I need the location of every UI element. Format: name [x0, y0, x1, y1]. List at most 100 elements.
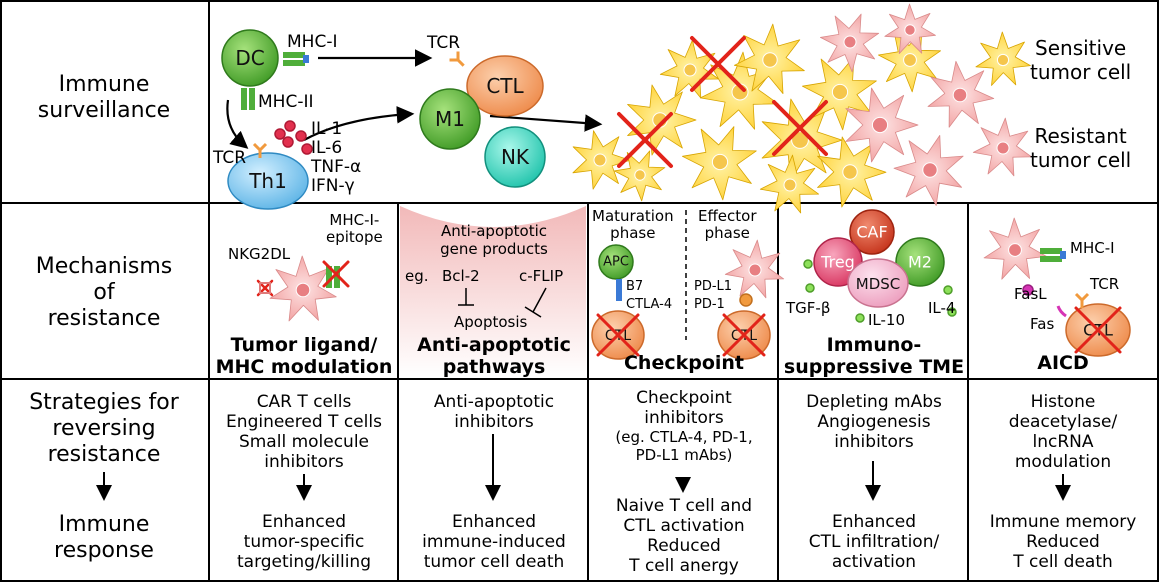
response-line: tumor cell death — [423, 552, 565, 572]
mhc2-label: MHC-II — [258, 92, 314, 112]
strategy-note: (eg. CTLA-4, PD-1, — [615, 428, 753, 446]
strategy-line: Angiogenesis — [817, 412, 931, 432]
fas-label: Fas — [1030, 315, 1055, 333]
legend-sensitive-cell — [975, 31, 1031, 86]
label-line: resistance — [47, 442, 161, 467]
cytokine-dot-tme-4 — [947, 307, 957, 317]
cell-nucleus — [783, 178, 797, 192]
mhc-bar — [1040, 248, 1062, 254]
response-line: Enhanced — [831, 512, 917, 532]
response-arrows — [96, 434, 1071, 501]
caf-cell — [849, 209, 895, 255]
mhc2-molecule — [241, 88, 255, 110]
response-line: CTL infiltration/ — [808, 532, 940, 552]
dynamic-art: DCCTLTh1M1NKAPCCTLCTLCAFTregM2MDSCCTL — [221, 3, 1131, 360]
fasl-label: FasL — [1014, 285, 1047, 303]
response-line: Reduced — [1026, 532, 1100, 552]
sensitive-tumor-cell-4 — [734, 23, 805, 94]
ligand-title: Tumor ligand/ MHC modulation — [210, 334, 398, 378]
cytokine-dot-3 — [301, 143, 313, 155]
pd1-label: PD-1 — [694, 297, 725, 312]
b7-ctla4-bond — [616, 279, 622, 301]
resistant-tumor-cell-3 — [820, 13, 880, 73]
strategy-line: modulation — [1014, 452, 1112, 472]
bcl2-inhibit — [458, 288, 474, 306]
strategy-ligand: CAR T cells Engineered T cells Small mol… — [210, 392, 398, 472]
cell-nucleus — [843, 35, 857, 49]
eg-label: eg. — [405, 267, 429, 285]
strategy-line: Depleting mAbs — [806, 392, 942, 412]
nkg2dl-ligand — [259, 282, 271, 294]
title-line: suppressive TME — [783, 356, 965, 378]
header-line: gene products — [440, 240, 548, 258]
mhc-bar — [283, 52, 305, 58]
strategy-note: PD-L1 mAbs) — [635, 446, 733, 464]
mhc-bar — [326, 266, 332, 288]
nk-cell — [484, 126, 546, 188]
label-line: MHC-I- — [329, 211, 380, 229]
fasl-ligand — [1022, 284, 1034, 296]
dc-cell — [221, 29, 279, 87]
mhc-bar — [283, 60, 305, 66]
strategy-line: Anti-apoptotic — [433, 392, 555, 412]
checkpoint-title: Checkpoint — [623, 352, 745, 374]
aicd-tumor-cell — [983, 217, 1047, 280]
caf-text: CAF — [856, 223, 887, 242]
title-line: Tumor ligand/ — [230, 334, 378, 356]
tcr-ctl-label: TCR — [427, 33, 461, 53]
m1-text: M1 — [435, 107, 465, 131]
cflip-inhibit — [524, 287, 547, 318]
response-line: T cell death — [1013, 552, 1113, 572]
response-line: targeting/killing — [236, 552, 371, 572]
response-line: Reduced — [647, 536, 721, 556]
sensitive-tumor-cell-7 — [659, 39, 719, 99]
dc-text: DC — [235, 46, 264, 70]
response-line: Enhanced — [261, 512, 347, 532]
surveillance-arrows — [226, 49, 603, 149]
cross-stroke — [1074, 306, 1122, 354]
cytokine-dot-tme-1 — [855, 313, 865, 323]
aicd-tcr-label: TCR — [1090, 275, 1120, 293]
label-line: reversing — [52, 416, 156, 441]
sensitive-tumor-cell-5 — [802, 56, 877, 131]
label-line: phase — [704, 224, 750, 242]
header-line: Anti-apoptotic — [441, 222, 547, 240]
response-line: T cell anergy — [629, 556, 739, 576]
effector-label: Effector phase — [698, 208, 757, 242]
ligand-tumor-cell — [269, 255, 337, 322]
aicd-title: AICD — [1037, 352, 1089, 374]
label-line: Maturation — [592, 207, 674, 225]
response-line: Enhanced — [451, 512, 537, 532]
cell-nucleus — [295, 282, 311, 298]
strategy-line: Small molecule — [238, 432, 370, 452]
cell-nucleus — [683, 63, 697, 77]
cell-nucleus — [831, 83, 849, 101]
label-line: Effector — [698, 207, 757, 225]
response-line: activation — [831, 552, 917, 572]
label-line: Immune — [58, 512, 150, 537]
mhc1-label: MHC-I — [287, 32, 338, 52]
response-line: Immune memory — [989, 512, 1137, 532]
ctl-cell — [466, 55, 544, 117]
cytokine-dot-tme-0 — [805, 283, 815, 293]
label-line: of — [93, 280, 115, 305]
label-line: resistance — [47, 306, 161, 331]
cell-nucleus — [922, 162, 938, 178]
cytokine: TNF-α — [311, 157, 362, 177]
epitope-cross — [322, 260, 350, 288]
sensitive-tumor-cell-10 — [759, 154, 819, 214]
legend-sensitive: Sensitive tumor cell — [1030, 36, 1131, 84]
cross-stroke — [617, 112, 673, 168]
aicd-mhc — [1040, 248, 1066, 262]
cell-nucleus — [903, 53, 917, 67]
cytokine-dot-0 — [284, 120, 296, 132]
cell-nucleus — [762, 52, 778, 68]
cytokine-list: IL-1 IL-6 TNF-α IFN-γ — [311, 120, 361, 196]
cell-nucleus — [1008, 243, 1022, 257]
cytokine: IL-1 — [311, 119, 343, 139]
apc-text: APC — [603, 255, 629, 270]
resistant-tumor-cell-1 — [893, 135, 964, 206]
maturation-label: Maturation phase — [592, 208, 674, 242]
label-line: Mechanisms — [35, 254, 173, 279]
